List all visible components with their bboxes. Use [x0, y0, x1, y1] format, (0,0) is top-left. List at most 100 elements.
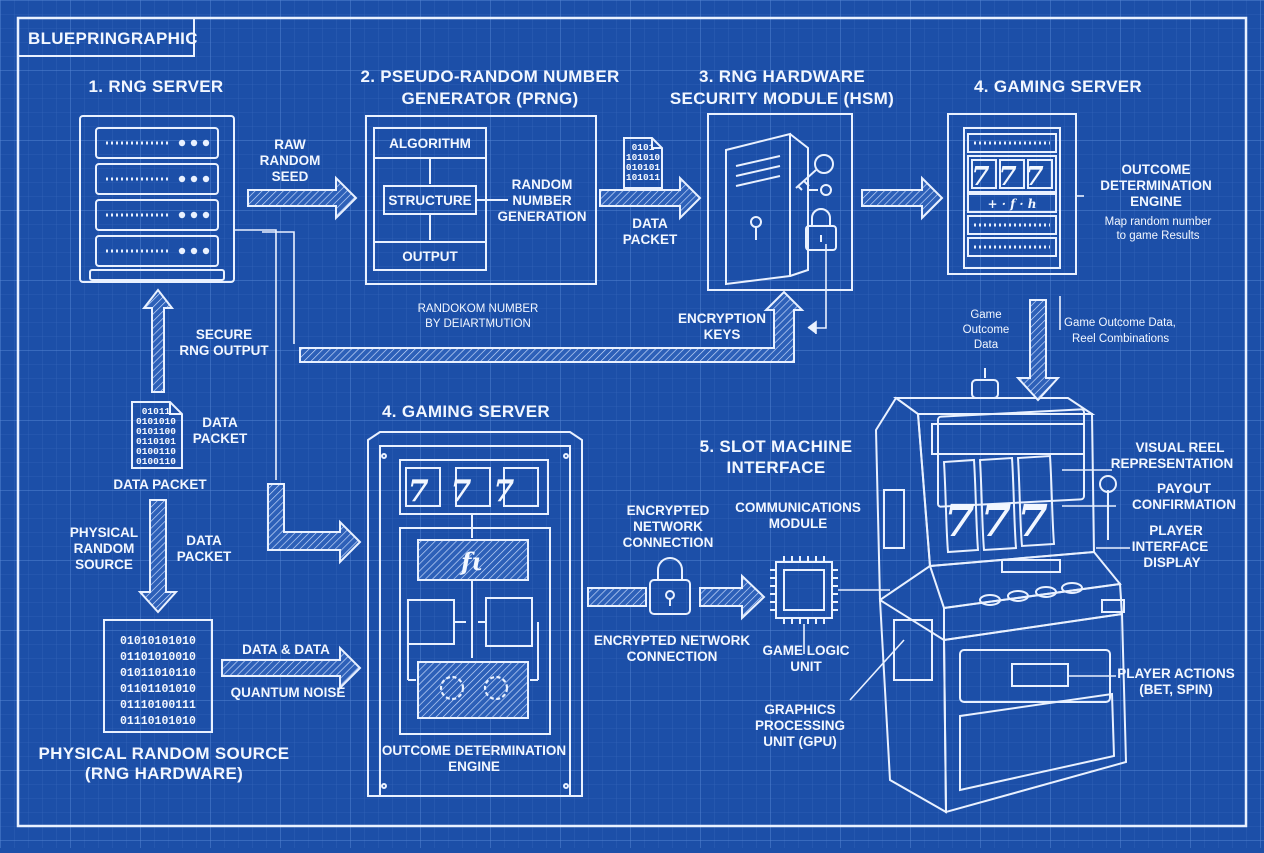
- game-outcome-l2: Outcome: [963, 324, 1010, 336]
- encryption-keys-l2: KEYS: [704, 327, 741, 342]
- prng-output: OUTPUT: [402, 249, 458, 264]
- engine-top-l3: ENGINE: [1130, 194, 1182, 209]
- hsm-box: [707, 113, 853, 291]
- secure-output-l2: RNG OUTPUT: [179, 343, 269, 358]
- physical-source-l1: PHYSICAL: [70, 525, 138, 540]
- line-rng-to-mid: [234, 229, 277, 480]
- enc-net-bottom-l2: CONNECTION: [627, 649, 718, 664]
- engine-top-l2: DETERMINATION: [1100, 178, 1212, 193]
- data-packet-down-l1: DATA: [186, 533, 222, 548]
- physical-title-l1: PHYSICAL RANDOM SOURCE: [39, 744, 290, 763]
- raw-seed-l2: RANDOM: [260, 153, 321, 168]
- prng-box: [365, 115, 597, 285]
- slot-title-l1: 5. SLOT MACHINE: [700, 437, 853, 456]
- gaming-mid-func: fι: [459, 547, 483, 576]
- data-packet-caption: DATA PACKET: [113, 477, 207, 492]
- physical-bits-5: 01110100111: [120, 699, 196, 712]
- data-packet-top-l2: PACKET: [623, 232, 678, 247]
- arrowhead-hsm-loop: [807, 320, 817, 334]
- game-logic-l2: UNIT: [790, 659, 822, 674]
- server-leds: [178, 139, 210, 255]
- gaming-mid-title: 4. GAMING SERVER: [382, 402, 550, 421]
- game-outcome-l1: Game: [970, 309, 1001, 321]
- player-interface-l2: INTERFACE: [1132, 539, 1209, 554]
- enc-net-bottom-l1: ENCRYPTED NETWORK: [594, 633, 751, 648]
- brand-title: BLUEPRINGRAPHIC: [28, 29, 198, 48]
- file-left-bits-1: 01011: [142, 406, 171, 417]
- physical-bits-1: 01010101010: [120, 635, 196, 648]
- arrow-gaming-to-lock: [587, 587, 647, 607]
- outer-frame: [16, 16, 1248, 828]
- gpu-l3: UNIT (GPU): [763, 734, 837, 749]
- gaming-top-title: 4. GAMING SERVER: [974, 77, 1142, 96]
- payout-l1: PAYOUT: [1157, 481, 1212, 496]
- file-left-bits-2: 0101010: [136, 416, 176, 427]
- file-left-bits-5: 0100110: [136, 446, 176, 457]
- outcome-reel-l2: Reel Combinations: [1072, 333, 1169, 345]
- player-actions-l1: PLAYER ACTIONS: [1117, 666, 1235, 681]
- arrow-secure-output-up: [141, 288, 175, 393]
- file-left-bits-6: 0100110: [136, 456, 176, 467]
- map-l1: Map random number: [1105, 216, 1212, 228]
- quantum-noise: QUANTUM NOISE: [231, 685, 346, 700]
- line-gpu-to-machine: [849, 639, 905, 701]
- file-icon-top: [623, 137, 663, 189]
- arrow-prng-to-hsm: [599, 175, 702, 221]
- random-gen-l3: GENERATION: [497, 209, 586, 224]
- prng-title-line1: 2. PSEUDO-RANDOM NUMBER: [360, 67, 619, 86]
- secure-output-l1: SECURE: [196, 327, 252, 342]
- arrow-hsm-to-gaming: [861, 175, 944, 221]
- enc-net-top-l1: ENCRYPTED: [627, 503, 710, 518]
- physical-bits-6: 01110101010: [120, 715, 196, 728]
- rng-server-title: 1. RNG SERVER: [89, 77, 224, 96]
- prng-algorithm: ALGORITHM: [389, 136, 471, 151]
- hsm-title-l1: 3. RNG HARDWARE: [699, 67, 865, 86]
- lock-icon: [649, 557, 691, 615]
- arrow-rng-to-prng: [247, 175, 358, 221]
- arrow-encryption-return: [299, 290, 805, 363]
- data-packet-down-l2: PACKET: [177, 549, 232, 564]
- comm-module-l1: COMMUNICATIONS: [735, 500, 861, 515]
- gaming-top-formula: + · f · h: [987, 197, 1036, 211]
- gaming-mid-reel: 777: [408, 474, 537, 509]
- payout-l2: CONFIRMATION: [1132, 497, 1236, 512]
- file-top-bits-2: 101010: [626, 152, 661, 163]
- enc-net-top-l3: CONNECTION: [623, 535, 714, 550]
- slot-title-l2: INTERFACE: [726, 458, 825, 477]
- physical-source-l3: SOURCE: [75, 557, 133, 572]
- gpu-l2: PROCESSING: [755, 718, 845, 733]
- outcome-reel-l1: Game Outcome Data,: [1064, 317, 1176, 329]
- line-rng-to-encryption: [262, 231, 295, 344]
- prng-structure: STRUCTURE: [388, 193, 471, 208]
- player-actions-l2: (BET, SPIN): [1139, 682, 1213, 697]
- game-outcome-l3: Data: [974, 339, 999, 351]
- rng-server-icon: [79, 115, 235, 283]
- arrow-physical-to-gaming: [221, 645, 362, 691]
- comm-module-l2: MODULE: [769, 516, 828, 531]
- file-left-bits-4: 0110101: [136, 436, 176, 447]
- file-icon-left: [131, 401, 183, 469]
- player-interface-l1: PLAYER: [1149, 523, 1203, 538]
- slot-reel: 777: [944, 496, 1054, 547]
- random-gen-l2: NUMBER: [512, 193, 571, 208]
- encryption-keys-l1: ENCRYPTION: [678, 311, 766, 326]
- file-top-bits-3: 010101: [626, 162, 661, 173]
- gaming-server-top-box: [947, 113, 1077, 275]
- visual-reel-l2: REPRESENTATION: [1111, 456, 1234, 471]
- arrow-gaming-to-slot: [1015, 299, 1061, 402]
- function-block: [417, 539, 529, 581]
- hsm-title-l2: SECURITY MODULE (HSM): [670, 89, 894, 108]
- gaming-top-reel: 777: [971, 162, 1052, 192]
- player-interface-l3: DISPLAY: [1143, 555, 1200, 570]
- file-top-bits-4: 101011: [626, 172, 661, 183]
- arrow-data-down: [137, 499, 179, 614]
- physical-bits-2: 01101010010: [120, 651, 196, 664]
- data-packet-left-l2: PACKET: [193, 431, 248, 446]
- data-packet-left-l1: DATA: [202, 415, 238, 430]
- gpu-l1: GRAPHICS: [764, 702, 835, 717]
- physical-bits-3: 01011010110: [120, 667, 196, 680]
- physical-source-l2: RANDOM: [74, 541, 135, 556]
- chip-icon: [770, 556, 838, 624]
